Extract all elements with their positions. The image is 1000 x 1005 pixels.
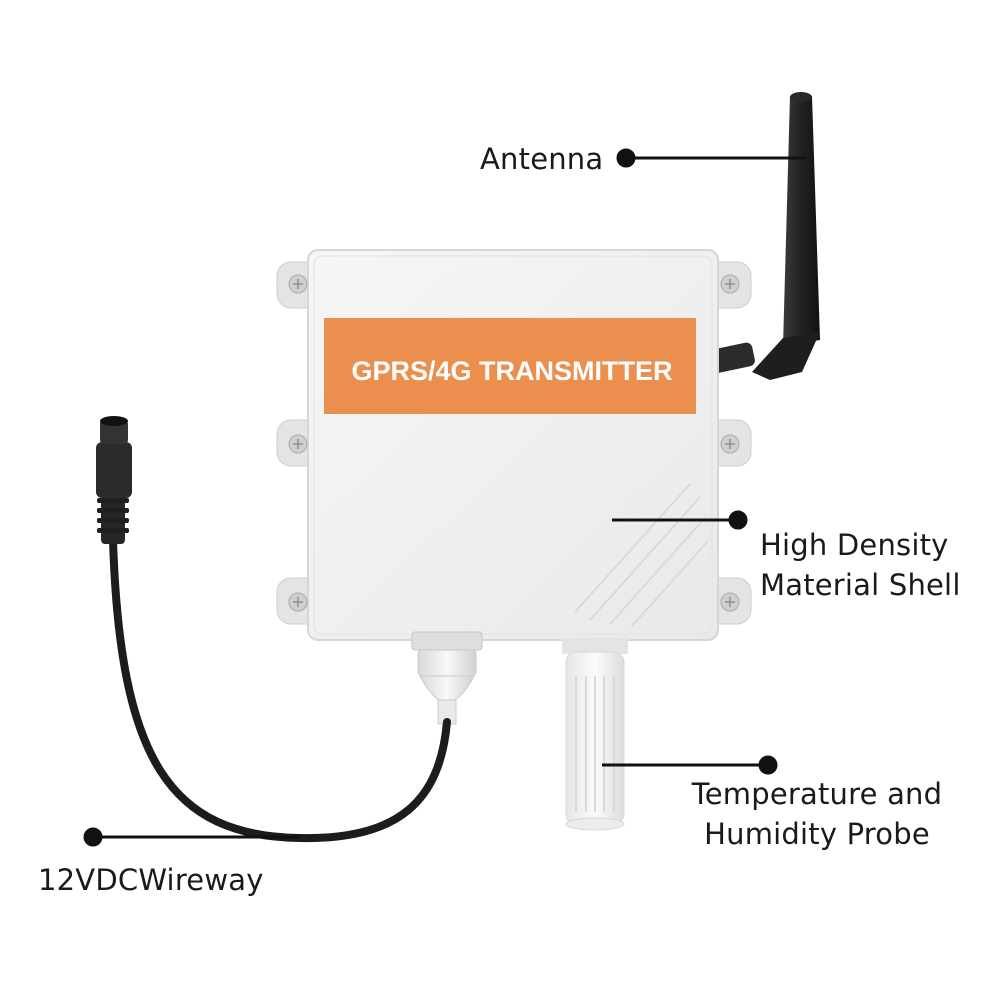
enclosure: GPRS/4G TRANSMITTER (276, 249, 752, 641)
callout-probe-line2: Humidity Probe (704, 817, 930, 851)
humidity-probe (562, 638, 628, 831)
callout-antenna-label: Antenna (480, 142, 604, 176)
callout-power: 12VDCWireway (38, 860, 264, 900)
dc-jack (96, 416, 132, 544)
callout-shell-line2: Material Shell (760, 568, 961, 602)
cable-gland (411, 631, 483, 725)
callout-probe: Temperature and Humidity Probe (690, 774, 944, 854)
callout-probe-line1: Temperature and (691, 777, 943, 811)
callout-antenna: Antenna (480, 139, 603, 179)
callout-shell-line1: High Density (760, 528, 949, 562)
label-band (324, 318, 696, 414)
device-label: GPRS/4G TRANSMITTER (351, 356, 672, 386)
callout-lines (83, 148, 806, 847)
callout-shell: High Density Material Shell (760, 525, 961, 605)
screw-icon (288, 274, 740, 612)
callout-power-label: 12VDCWireway (38, 863, 264, 897)
shell-texture (574, 483, 709, 627)
